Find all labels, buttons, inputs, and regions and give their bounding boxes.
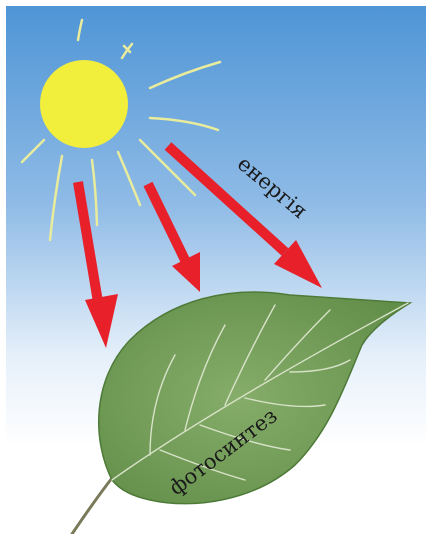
sun-icon [40, 60, 128, 148]
leaf-stem [72, 478, 112, 534]
